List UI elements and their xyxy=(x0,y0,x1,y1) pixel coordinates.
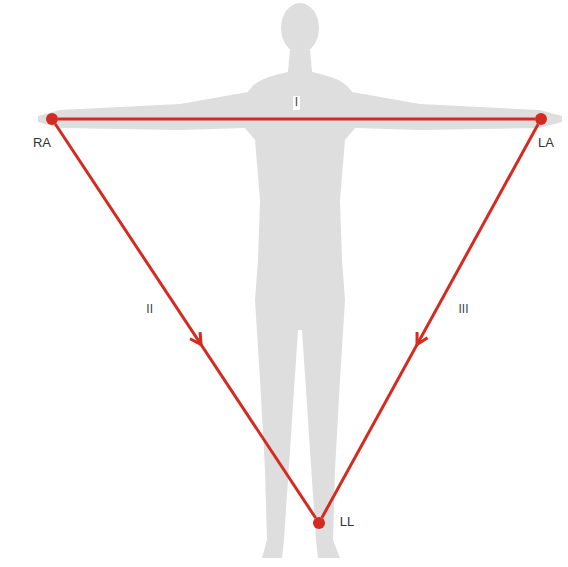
lead-label: III xyxy=(456,303,470,316)
head-shape xyxy=(281,3,319,53)
lead-line xyxy=(58,118,535,121)
electrode-label: LA xyxy=(538,136,554,150)
lead-line xyxy=(322,124,538,517)
lead-connector xyxy=(58,119,535,120)
electrode-dot: LL xyxy=(313,517,325,529)
arrowhead xyxy=(417,332,428,345)
lead-connector xyxy=(55,124,315,518)
electrode-label: RA xyxy=(33,136,51,150)
lead-connector xyxy=(322,124,538,517)
lead-label: II xyxy=(144,303,155,316)
arrowhead xyxy=(190,332,201,344)
lead-label: I xyxy=(293,96,300,109)
electrode-dot: LA xyxy=(535,113,547,125)
electrode-label: LL xyxy=(340,515,354,529)
body-shape xyxy=(38,50,562,558)
electrode-dot: RA xyxy=(46,113,58,125)
lead-line xyxy=(55,124,315,518)
